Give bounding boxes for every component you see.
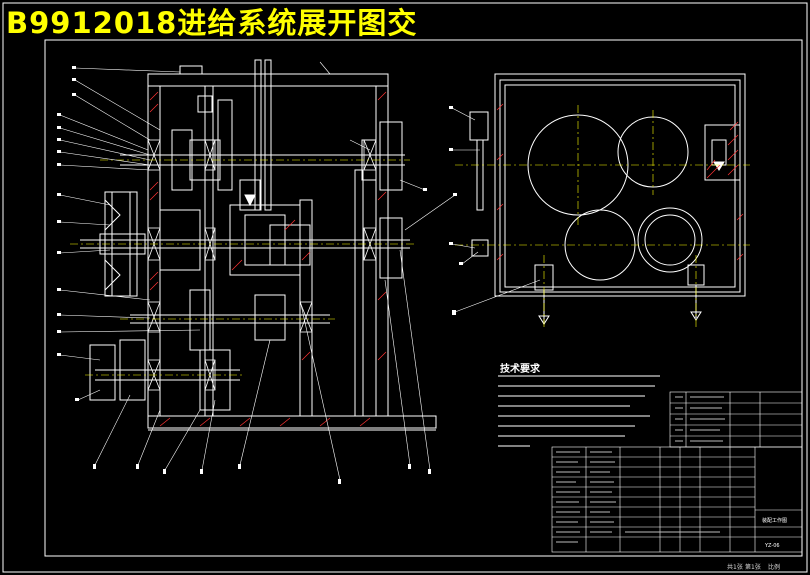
leader-lines-left bbox=[59, 61, 456, 481]
tech-notes-lines bbox=[498, 375, 660, 447]
footer-sheet-count: 共1张 bbox=[727, 564, 743, 571]
parts-list bbox=[551, 391, 803, 553]
footer-scale: 比例 bbox=[768, 564, 781, 571]
centerlines-right bbox=[455, 105, 750, 330]
right-view bbox=[469, 73, 746, 325]
title-block-code: YZ-06 bbox=[764, 543, 780, 549]
footer-sheet-number: 第1张 bbox=[745, 564, 761, 571]
hatching-right bbox=[496, 103, 744, 261]
title-block-name: 装配工作图 bbox=[762, 517, 787, 524]
left-view bbox=[80, 59, 437, 431]
hatching-left bbox=[149, 91, 387, 427]
centerlines-left bbox=[70, 159, 415, 376]
page-title: B9912018进给系统展开图交 bbox=[6, 6, 418, 40]
inner-frame bbox=[44, 39, 803, 557]
leader-ticks-left bbox=[57, 66, 457, 484]
tech-requirements-title: 技术要求 bbox=[500, 364, 540, 375]
leader-lines-right bbox=[451, 107, 541, 313]
leader-ticks-right bbox=[449, 106, 463, 315]
parts-list-text bbox=[556, 396, 725, 543]
